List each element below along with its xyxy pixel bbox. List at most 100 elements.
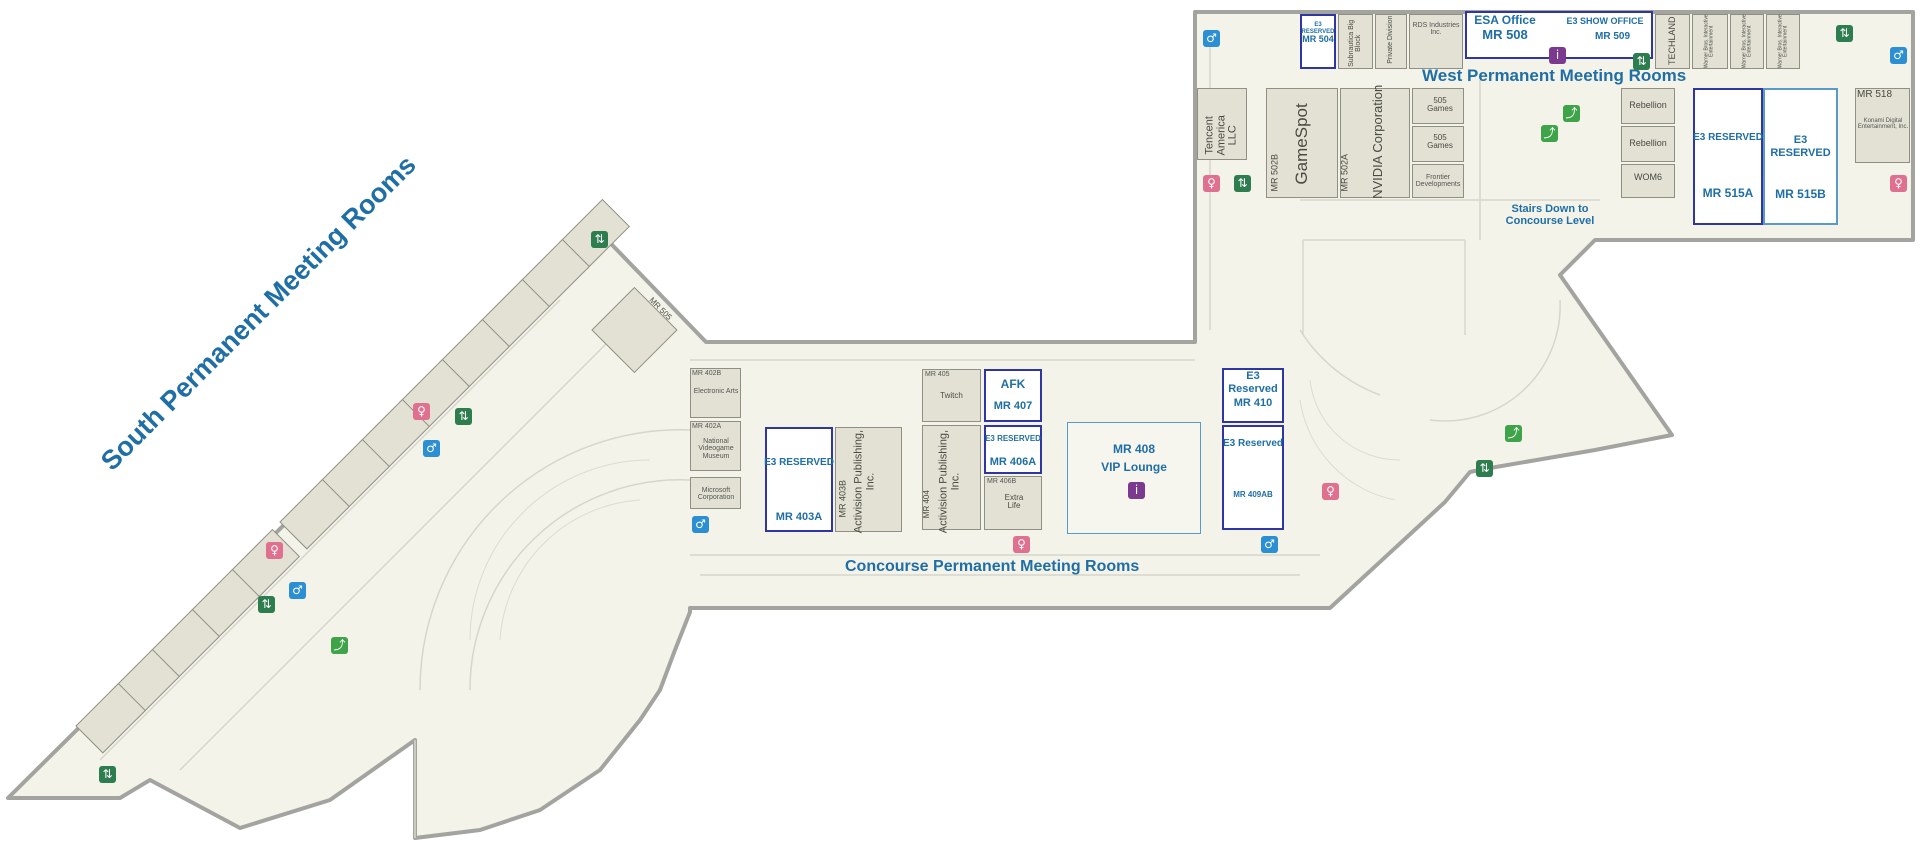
women-restroom-icon[interactable]: ♀ bbox=[1203, 175, 1220, 192]
room-warner-3[interactable] bbox=[1766, 14, 1800, 69]
mr408-label: MR 408 bbox=[1112, 442, 1156, 456]
mr402b-label: MR 402B bbox=[692, 370, 722, 377]
room-406a[interactable] bbox=[984, 425, 1042, 474]
mr502a-label: MR 502A bbox=[1339, 153, 1350, 192]
vip-lounge-label: VIP Lounge bbox=[1101, 460, 1167, 474]
elevator-icon[interactable]: ⇅ bbox=[258, 596, 275, 613]
men-restroom-icon[interactable]: ♂ bbox=[1890, 47, 1907, 64]
mr502b-label: MR 502B bbox=[1269, 153, 1280, 192]
warner-3-label: Warner Bros. Interactive Entertainment bbox=[1777, 14, 1789, 69]
mr403b-label: MR 403B bbox=[837, 479, 848, 518]
mr403a-reserved-label: E3 RESERVED bbox=[764, 457, 834, 468]
information-icon[interactable]: i bbox=[1549, 47, 1566, 64]
rebellion-a-label: Rebellion bbox=[1629, 100, 1667, 110]
room-407[interactable] bbox=[984, 369, 1042, 422]
room-warner-1[interactable] bbox=[1692, 14, 1728, 69]
men-restroom-icon[interactable]: ♂ bbox=[1203, 30, 1220, 47]
stairs-icon[interactable]: ⤴ bbox=[1541, 125, 1558, 142]
private-division-label: Private Division bbox=[1386, 15, 1394, 64]
mr515b-reserved-label: E3 RESERVED bbox=[1770, 134, 1831, 159]
room-rebellion-b[interactable] bbox=[1621, 126, 1675, 162]
mr410-reserved-label: Reserved bbox=[1228, 383, 1278, 395]
room-518[interactable] bbox=[1855, 88, 1910, 163]
room-402b[interactable] bbox=[690, 368, 741, 418]
mr509-label: MR 509 bbox=[1594, 31, 1630, 42]
stairs-label: Stairs Down to Concourse Level bbox=[1505, 203, 1595, 227]
elevator-icon[interactable]: ⇅ bbox=[1836, 25, 1853, 42]
room-rebellion-a[interactable] bbox=[1621, 88, 1675, 124]
twitch-label: Twitch bbox=[940, 391, 963, 400]
gamespot-label: GameSpot bbox=[1292, 103, 1312, 185]
wom6-label: WOM6 bbox=[1634, 172, 1662, 182]
men-restroom-icon[interactable]: ♂ bbox=[1261, 536, 1278, 553]
women-restroom-icon[interactable]: ♀ bbox=[1322, 483, 1339, 500]
room-502b[interactable] bbox=[1266, 88, 1338, 198]
konami-label: Konami Digital Entertainment, Inc. bbox=[1857, 118, 1909, 131]
mr515a-reserved-label: E3 RESERVED bbox=[1693, 132, 1763, 143]
room-504[interactable] bbox=[1300, 14, 1336, 69]
mr504-reserved-label: E3 RESERVED bbox=[1301, 22, 1335, 35]
room-frontier[interactable] bbox=[1412, 164, 1464, 198]
men-restroom-icon[interactable]: ♂ bbox=[423, 440, 440, 457]
room-408[interactable] bbox=[1067, 422, 1201, 534]
room-wom6[interactable] bbox=[1621, 164, 1675, 198]
room-subnautica[interactable] bbox=[1338, 14, 1373, 69]
room-404[interactable] bbox=[922, 425, 981, 530]
auditorium-seating bbox=[469, 379, 1401, 641]
games505-b-label: 505 Games bbox=[1427, 133, 1453, 151]
room-515a[interactable] bbox=[1693, 88, 1763, 225]
room-410[interactable] bbox=[1222, 368, 1284, 423]
mr404-label: MR 404 bbox=[921, 490, 931, 519]
men-restroom-icon[interactable]: ♂ bbox=[289, 582, 306, 599]
rds-label: RDS Industries Inc. bbox=[1412, 22, 1460, 37]
women-restroom-icon[interactable]: ♀ bbox=[1890, 175, 1907, 192]
subnautica-label: Subnautica Big Block bbox=[1348, 19, 1363, 67]
room-techland[interactable] bbox=[1655, 14, 1690, 69]
information-icon[interactable]: i bbox=[1128, 482, 1145, 499]
mr406a-label: MR 406A bbox=[989, 456, 1037, 468]
mr515a-label: MR 515A bbox=[1702, 186, 1754, 200]
room-406b[interactable] bbox=[984, 476, 1042, 530]
concourse-area-title: Concourse Permanent Meeting Rooms bbox=[845, 558, 1140, 575]
room-warner-2[interactable] bbox=[1730, 14, 1764, 69]
rebellion-b-label: Rebellion bbox=[1629, 138, 1667, 148]
stairs-icon[interactable]: ⤴ bbox=[1563, 105, 1580, 122]
warner-2-label: Warner Bros. Interactive Entertainment bbox=[1741, 14, 1753, 69]
elevator-icon[interactable]: ⇅ bbox=[1633, 53, 1650, 70]
mr406b-label: MR 406B bbox=[987, 478, 1017, 485]
stairs-icon[interactable]: ⤴ bbox=[331, 637, 348, 654]
women-restroom-icon[interactable]: ♀ bbox=[1013, 536, 1030, 553]
techland-label: TECHLAND bbox=[1666, 16, 1677, 65]
room-rds[interactable] bbox=[1409, 14, 1463, 69]
mr407-label: MR 407 bbox=[993, 400, 1033, 412]
room-505-games-a[interactable] bbox=[1412, 88, 1464, 124]
men-restroom-icon[interactable]: ♂ bbox=[692, 516, 709, 533]
women-restroom-icon[interactable]: ♀ bbox=[413, 403, 430, 420]
elevator-icon[interactable]: ⇅ bbox=[591, 231, 608, 248]
room-private-division[interactable] bbox=[1375, 14, 1407, 69]
room-402a[interactable] bbox=[690, 421, 741, 471]
room-403b[interactable] bbox=[835, 427, 902, 532]
mr405-label: MR 405 bbox=[925, 371, 950, 378]
show-office-label: E3 SHOW OFFICE bbox=[1566, 16, 1644, 26]
stairs-icon[interactable]: ⤴ bbox=[1505, 425, 1522, 442]
elevator-icon[interactable]: ⇅ bbox=[1234, 175, 1251, 192]
room-403a[interactable] bbox=[765, 427, 833, 532]
room-405[interactable] bbox=[922, 369, 981, 422]
mr409ab-reserved-label: E3 Reserved bbox=[1222, 438, 1284, 449]
mr410-e3-label: E3 bbox=[1246, 370, 1260, 382]
elevator-icon[interactable]: ⇅ bbox=[99, 766, 116, 783]
room-505-games-b[interactable] bbox=[1412, 126, 1464, 162]
mr410-label: MR 410 bbox=[1233, 397, 1273, 409]
room-microsoft[interactable] bbox=[690, 477, 741, 509]
women-restroom-icon[interactable]: ♀ bbox=[266, 542, 283, 559]
elevator-icon[interactable]: ⇅ bbox=[1476, 460, 1493, 477]
room-502a[interactable] bbox=[1340, 88, 1410, 198]
afk-label: AFK bbox=[1000, 377, 1026, 391]
room-tencent[interactable] bbox=[1197, 88, 1247, 160]
corridor-lines bbox=[99, 30, 1600, 838]
electronic-arts-label: Electronic Arts bbox=[693, 388, 739, 395]
room-409ab[interactable] bbox=[1222, 425, 1284, 530]
elevator-icon[interactable]: ⇅ bbox=[455, 408, 472, 425]
room-515b[interactable] bbox=[1763, 88, 1838, 225]
